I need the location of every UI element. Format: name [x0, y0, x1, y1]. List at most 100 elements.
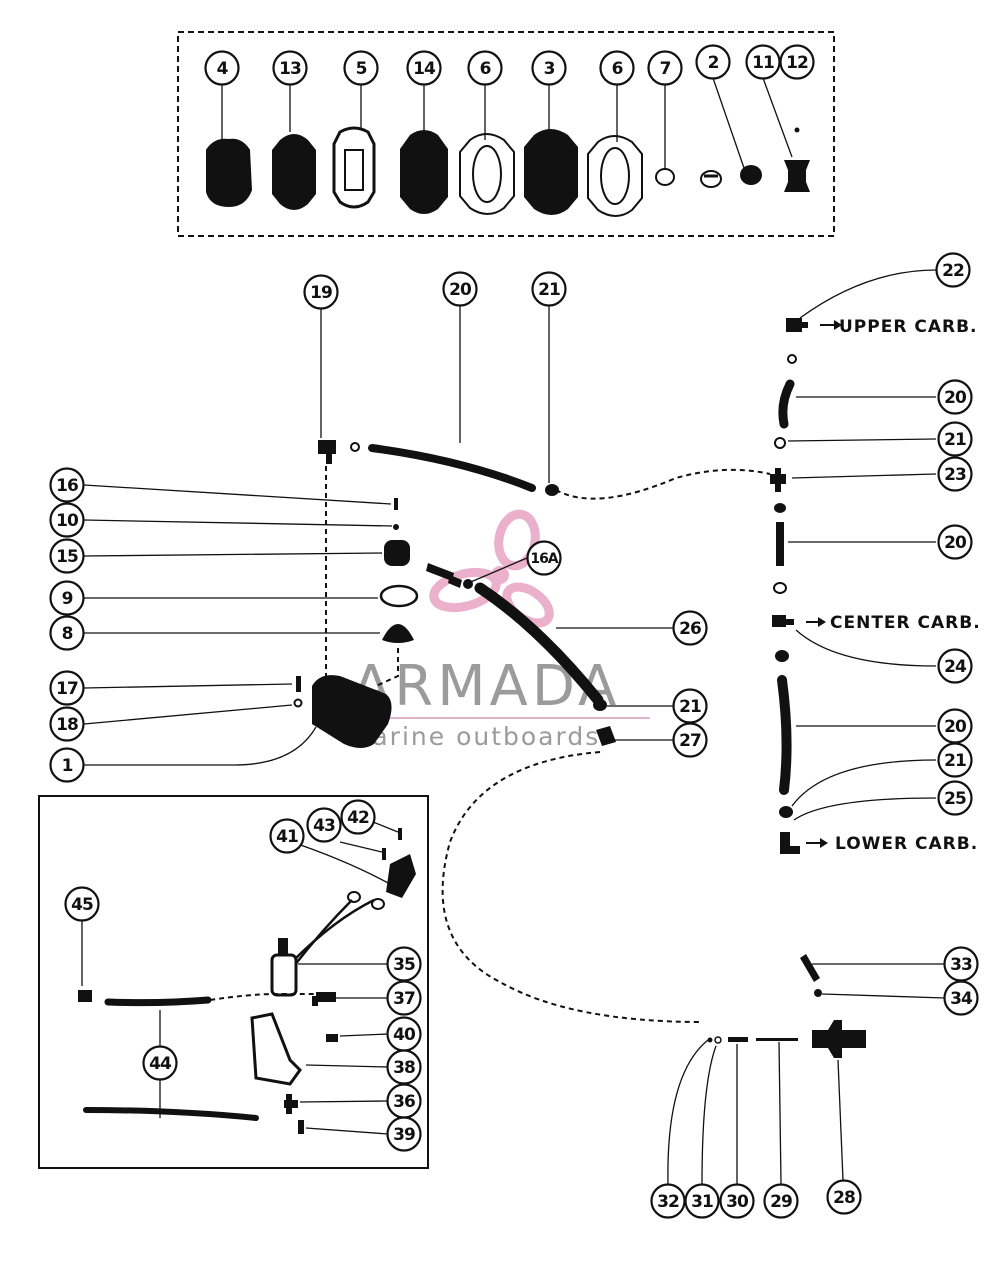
- callout-number: 11: [752, 53, 774, 73]
- callout-number: 6: [612, 59, 623, 79]
- callout-c1: 4: [204, 50, 240, 86]
- callout-circle: [442, 271, 478, 307]
- callout-number: 24: [944, 657, 967, 677]
- callout-number: 29: [770, 1192, 792, 1212]
- callout-circle: [303, 274, 339, 310]
- callout-number: 28: [833, 1188, 855, 1208]
- callout-c45: 36: [386, 1083, 422, 1119]
- callout-number: 16: [56, 476, 78, 496]
- watermark-propeller-logo: [429, 509, 554, 628]
- callout-number: 21: [944, 430, 966, 450]
- callout-circle: [340, 799, 376, 835]
- callout-c38: 41: [269, 818, 305, 854]
- callout-c46: 39: [386, 1116, 422, 1152]
- callout-number: 20: [449, 280, 472, 300]
- callout-number: 17: [56, 679, 78, 699]
- callout-number: 7: [660, 59, 671, 79]
- callout-c34: 21: [672, 688, 708, 724]
- callout-circle: [306, 807, 342, 843]
- callout-number: 31: [691, 1192, 713, 1212]
- callout-number: 23: [944, 465, 966, 485]
- callout-number: 3: [544, 59, 555, 79]
- callout-c6: 3: [531, 50, 567, 86]
- callout-number: 2: [708, 53, 719, 73]
- callout-circle: [49, 615, 85, 651]
- callout-number: 25: [944, 789, 966, 809]
- callout-number: 13: [279, 59, 301, 79]
- callout-circle: [49, 580, 85, 616]
- callout-circle: [526, 540, 562, 576]
- callout-number: 43: [313, 816, 335, 836]
- callout-circle: [49, 706, 85, 742]
- callout-c32: 25: [937, 780, 973, 816]
- callout-number: 35: [393, 955, 415, 975]
- callout-c16: 16: [49, 467, 85, 503]
- callout-number: 21: [538, 280, 560, 300]
- callout-circle: [937, 524, 973, 560]
- callout-number: 26: [679, 619, 701, 639]
- callout-number: 20: [944, 388, 967, 408]
- callout-circle: [937, 379, 973, 415]
- callout-number: 41: [276, 827, 298, 847]
- callout-number: 34: [950, 989, 973, 1009]
- callout-c20: 8: [49, 615, 85, 651]
- callout-c3: 5: [343, 50, 379, 86]
- callout-c10: 11: [745, 44, 781, 80]
- callout-c24: 1: [49, 747, 85, 783]
- callout-circle: [763, 1183, 799, 1219]
- callout-number: 44: [149, 1054, 172, 1074]
- callout-c47: 33: [943, 946, 979, 982]
- callout-c50: 31: [684, 1183, 720, 1219]
- callout-circle: [204, 50, 240, 86]
- callout-circle: [49, 502, 85, 538]
- callout-c12: 19: [303, 274, 339, 310]
- callout-circle: [269, 818, 305, 854]
- callout-c39: 45: [64, 886, 100, 922]
- kit-parts: [206, 126, 810, 217]
- callout-circle: [531, 271, 567, 307]
- lower-carb-label: LOWER CARB.: [835, 834, 978, 854]
- callout-circle: [779, 44, 815, 80]
- callout-number: 21: [944, 751, 966, 771]
- callout-circle: [647, 50, 683, 86]
- callout-c21: 16A: [526, 540, 562, 576]
- callout-number: 22: [942, 261, 964, 281]
- callout-number: 33: [950, 955, 972, 975]
- callout-circle: [719, 1183, 755, 1219]
- callout-c7: 6: [599, 50, 635, 86]
- callout-c18: 15: [49, 538, 85, 574]
- callout-circle: [272, 50, 308, 86]
- callout-c14: 21: [531, 271, 567, 307]
- callout-number: 20: [944, 533, 967, 553]
- callout-circle: [937, 421, 973, 457]
- callout-c25: 20: [937, 379, 973, 415]
- callout-c43: 44: [142, 1045, 178, 1081]
- callout-c4: 14: [406, 50, 442, 86]
- callout-c27: 23: [937, 456, 973, 492]
- callout-number: 42: [347, 808, 369, 828]
- callout-c30: 20: [937, 708, 973, 744]
- callout-c15: 22: [935, 252, 971, 288]
- callout-c37: 43: [306, 807, 342, 843]
- callout-c17: 10: [49, 502, 85, 538]
- callout-number: 21: [679, 697, 701, 717]
- electric-pump-kit-box: [38, 795, 429, 1169]
- callout-circle: [386, 980, 422, 1016]
- callout-circle: [826, 1179, 862, 1215]
- callout-c44: 38: [386, 1049, 422, 1085]
- callout-number: 16A: [530, 551, 558, 567]
- callout-circle: [672, 610, 708, 646]
- callout-circle: [531, 50, 567, 86]
- callout-c5: 6: [467, 50, 503, 86]
- callout-circle: [943, 980, 979, 1016]
- callout-c49: 32: [650, 1183, 686, 1219]
- callout-c9: 2: [695, 44, 731, 80]
- upper-carb-label: UPPER CARB.: [839, 317, 977, 337]
- callout-circle: [937, 780, 973, 816]
- callout-circle: [467, 50, 503, 86]
- callout-c40: 35: [386, 946, 422, 982]
- callout-circle: [49, 538, 85, 574]
- callout-circle: [937, 648, 973, 684]
